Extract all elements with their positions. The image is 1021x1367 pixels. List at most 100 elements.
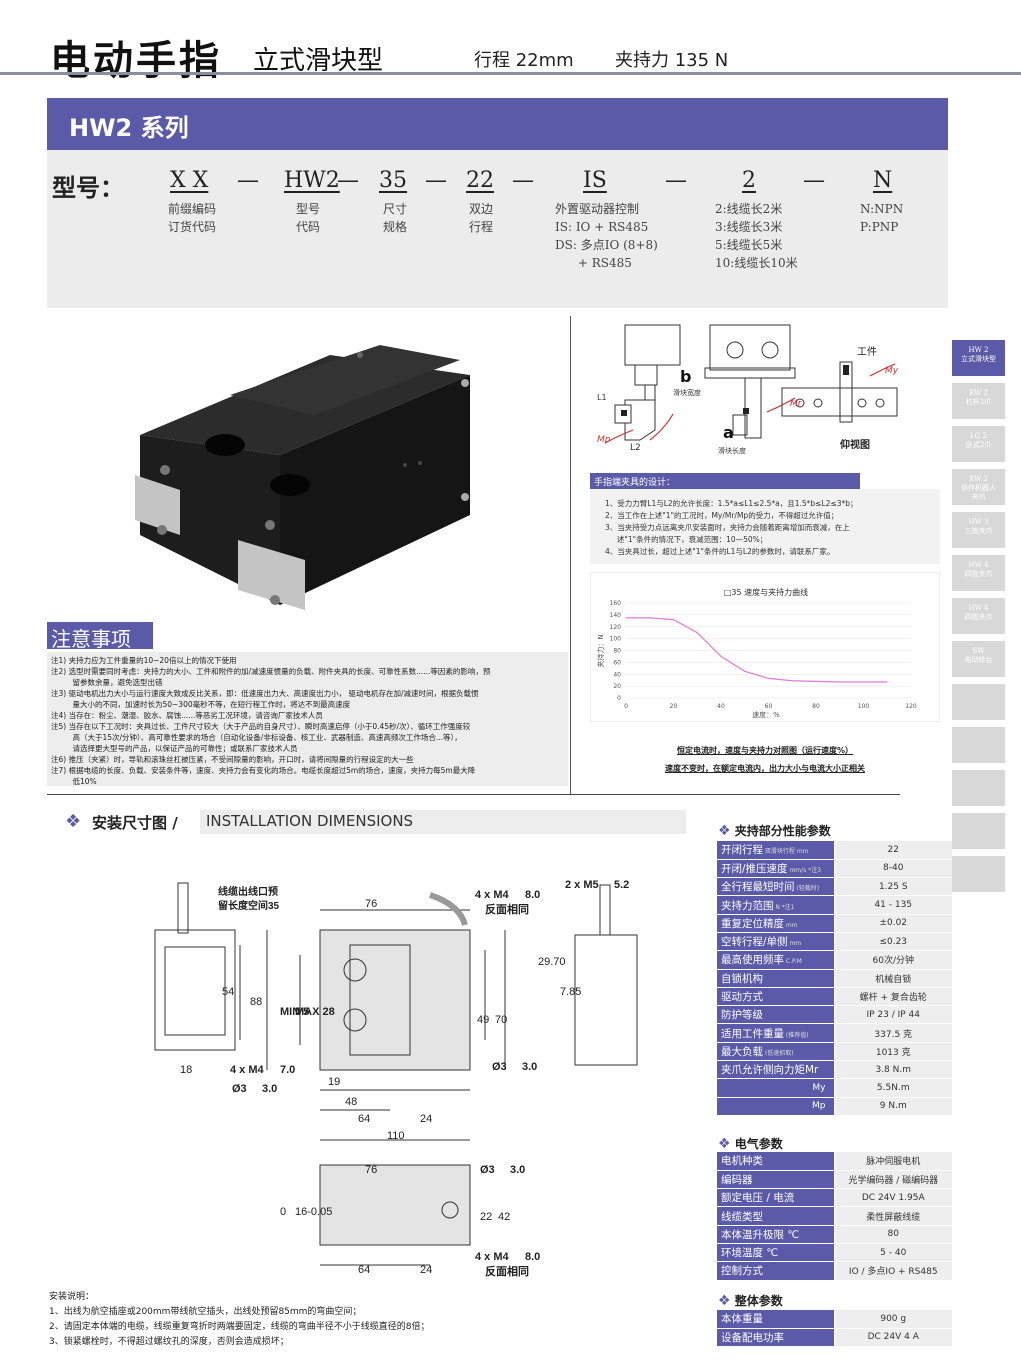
code-sep: — (425, 168, 447, 193)
spec-value: 螺杆 + 复合齿轮 (833, 987, 952, 1007)
dim-76b: 76 (365, 1164, 377, 1176)
sidebar-item-label: 协作机器人 夹爪 (961, 484, 996, 501)
spec-row: 空转行程/单侧 mm≤0.23 (717, 932, 952, 952)
sidebar-item[interactable] (952, 770, 1005, 806)
dim-24b: 24 (420, 1264, 432, 1276)
installation-drawings: 线缆出线口预 留长度空间35 4 x M4 8.0 反面相同 2 x M5 5.… (154, 879, 638, 1278)
y-tick-label: 40 (613, 671, 621, 678)
spec-key: 空转行程/单侧 mm (717, 932, 834, 952)
code-sep: — (665, 168, 687, 193)
sidebar-item-code: XW 2 (969, 475, 988, 483)
sidebar-item-code: HW 2 (968, 346, 989, 354)
notes-panel (47, 652, 568, 786)
sidebar-item-label: 三指夹爪 (964, 527, 993, 535)
spec-key: 夹持力范围 N *注1 (717, 895, 834, 915)
design-title: 手指端夹具的设计： (590, 473, 860, 489)
elec-title: ❖ 电气参数 (718, 1136, 783, 1152)
spec-row: 最大负载 (低速抓取)1013 克 (717, 1042, 952, 1062)
sidebar-item[interactable] (952, 684, 1005, 720)
spec-value: ±0.02 (833, 914, 952, 933)
model-code-panel (47, 150, 948, 308)
dim-785: 7.85 (560, 986, 581, 998)
spec-value: DC 24V 4 A (833, 1328, 952, 1348)
diamond-icon: ❖ (718, 1136, 731, 1152)
sidebar-item-label: 四指夹爪 (964, 613, 993, 621)
label-b: b (680, 367, 691, 386)
dim-16: 16-0.05 (295, 1206, 332, 1218)
dim-cable-l1: 线缆出线口预 (218, 885, 278, 898)
spec-key: 开闭/推压速度 mm/s *注3 (717, 859, 834, 879)
dim-min5: MIN 5 (280, 1006, 309, 1018)
dim-18: 18 (180, 1064, 192, 1076)
x-tick-label: 100 (858, 703, 870, 710)
dim-phi3c: Ø3 (480, 1164, 495, 1176)
spec-key: 本体重量 (717, 1310, 834, 1329)
product-photo (135, 345, 470, 610)
spec-row: 线缆类型柔性屏蔽线缆 (717, 1206, 952, 1226)
dim-48: 48 (345, 1096, 357, 1108)
label-bottom: 仰视图 (840, 438, 870, 451)
sidebar-item[interactable] (952, 856, 1005, 892)
design-panel (590, 489, 940, 564)
spec-value: 80 (833, 1225, 952, 1244)
sidebar-item[interactable] (952, 727, 1005, 763)
dim-max28: MAX 28 (295, 1006, 335, 1018)
spec-key: 自锁机构 (717, 969, 834, 988)
x-tick-label: 0 (624, 703, 628, 710)
dim-88: 88 (250, 996, 262, 1008)
note-item: 注4) 当存在：粉尘、潮湿、胶水、腐蚀......等恶劣工况环境，请咨询厂家技术… (51, 711, 323, 720)
sidebar-item[interactable] (952, 813, 1005, 849)
spec-key: 开闭行程 双滑块行程 mm (717, 841, 834, 860)
note-item: 注2) 选型时需要同时考虑：夹持力的大小、工件和附件的加/减速度惯量的负载、附件… (51, 667, 491, 687)
dim-64b: 64 (358, 1264, 370, 1276)
diamond-icon: ❖ (718, 1293, 731, 1309)
label-work: 工件 (857, 346, 877, 358)
spec-value: IP 23 / IP 44 (833, 1005, 952, 1025)
label-mp: Mp (597, 435, 611, 445)
dim-54: 54 (222, 986, 234, 998)
notes-title: 注意事项 (47, 622, 153, 651)
design-item: 4、当夹具过长，超过上述"1"条件的L1与L2的参数时，请联系厂家。 (605, 547, 835, 556)
spec-key: Mp (717, 1097, 834, 1116)
x-tick-label: 20 (670, 703, 678, 710)
sidebar-item-label: 立式滑块型 (961, 355, 996, 363)
spec-key: 适用工件重量 (推荐值) (717, 1023, 834, 1043)
spec-value: IO / 多点IO + RS485 (833, 1261, 952, 1281)
diamond-icon: ❖ (718, 823, 731, 839)
spec-key: 设备配电功率 (717, 1328, 834, 1348)
code-prefix: X X (170, 168, 209, 193)
dim-110: 110 (387, 1130, 405, 1142)
label-mr: Mr (790, 399, 803, 409)
sidebar-item-code: HW 4 (968, 604, 989, 612)
label-a-desc: 滑块长度 (718, 446, 746, 455)
y-tick-label: 60 (613, 659, 621, 666)
spec-key: 全行程最短时间 (轻载时) (717, 877, 834, 897)
code-sep: — (337, 168, 359, 193)
sidebar-item-code: HW 4 (968, 561, 989, 569)
dim-m4c: 4 x M4 (475, 1251, 510, 1263)
code-sep: — (803, 168, 825, 193)
dim-24: 24 (420, 1113, 432, 1125)
y-axis-label: 夹持力：N (596, 634, 605, 667)
spec-key: 额定电压 / 电流 (717, 1188, 834, 1208)
sidebar-item-label: 杠杆2爪 (965, 398, 992, 406)
dim-70: 70 (495, 1014, 507, 1026)
design-list: 1、受力力臂L1与L2的允许长度：1.5*a≤L1≤2.5*a，且1.5*b≤L… (605, 498, 940, 558)
code-cable: 2 (742, 168, 756, 193)
dim-m5: 2 x M5 (565, 879, 599, 891)
